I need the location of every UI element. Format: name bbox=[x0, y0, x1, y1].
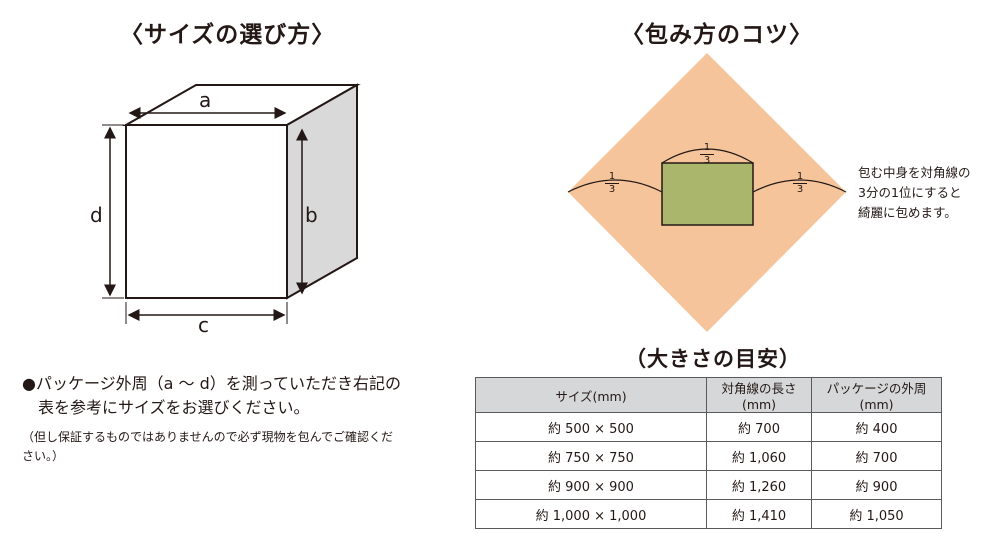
cell-perimeter: 約 1,050 bbox=[811, 499, 942, 529]
cell-diagonal: 約 1,060 bbox=[706, 441, 812, 471]
cell-diagonal: 約 700 bbox=[706, 412, 812, 442]
cell-size: 約 1,000 × 1,000 bbox=[475, 499, 707, 529]
header-size: サイズ(mm) bbox=[475, 377, 707, 413]
instruction-line-1: ●パッケージ外周（a ～ d）を測っていただき右記の bbox=[22, 374, 401, 393]
size-table: サイズ(mm) 対角線の長さ(mm) パッケージの外周(mm) 約 500 × … bbox=[475, 377, 942, 529]
tip-text: 包む中身を対角線の 3分の1位にすると 綺麗に包めます。 bbox=[858, 163, 971, 223]
wrapped-item bbox=[661, 162, 754, 226]
size-chart-title: （大きさの目安） bbox=[625, 347, 801, 371]
right-arc bbox=[752, 179, 847, 193]
cell-perimeter: 約 700 bbox=[811, 441, 942, 471]
cell-perimeter: 約 900 bbox=[811, 470, 942, 500]
wrapping-diagram bbox=[567, 53, 847, 332]
header-perimeter: パッケージの外周(mm) bbox=[811, 377, 942, 413]
table-header-row: サイズ(mm) 対角線の長さ(mm) パッケージの外周(mm) bbox=[475, 377, 942, 413]
wrapping-tips-title: 〈包み方のコツ〉 bbox=[621, 22, 813, 48]
cell-size: 約 500 × 500 bbox=[475, 412, 707, 442]
table-row: 約 750 × 750 約 1,060 約 700 bbox=[475, 441, 942, 471]
cell-diagonal: 約 1,260 bbox=[706, 470, 812, 500]
label-d: d bbox=[90, 203, 103, 227]
note-line-1: （但し保証するものではありませんので必ず現物を包んでご確認くだ bbox=[22, 430, 394, 444]
tip-line-1: 包む中身を対角線の bbox=[858, 165, 971, 180]
a-dimension-visible bbox=[128, 107, 287, 119]
table-row: 約 900 × 900 約 1,260 約 900 bbox=[475, 470, 942, 500]
label-a: a bbox=[199, 88, 212, 112]
cell-size: 約 900 × 900 bbox=[475, 470, 707, 500]
top-arc bbox=[661, 148, 754, 164]
label-c: c bbox=[198, 313, 209, 337]
left-arc bbox=[567, 179, 663, 193]
cell-size: 約 750 × 750 bbox=[475, 441, 707, 471]
table-row: 約 500 × 500 約 700 約 400 bbox=[475, 412, 942, 442]
instruction-line-2: 表を参考にサイズをお選びください。 bbox=[22, 398, 310, 417]
size-guide-title: 〈サイズの選び方〉 bbox=[120, 22, 336, 48]
header-diagonal: 対角線の長さ(mm) bbox=[706, 377, 812, 413]
label-b: b bbox=[305, 203, 318, 227]
tip-line-3: 綺麗に包めます。 bbox=[858, 205, 957, 220]
box-front-face bbox=[125, 124, 288, 299]
cell-perimeter: 約 400 bbox=[811, 412, 942, 442]
note-line-2: さい。） bbox=[22, 449, 65, 463]
cell-diagonal: 約 1,410 bbox=[706, 499, 812, 529]
tip-line-2: 3分の1位にすると bbox=[858, 185, 962, 200]
table-row: 約 1,000 × 1,000 約 1,410 約 1,050 bbox=[475, 499, 942, 529]
